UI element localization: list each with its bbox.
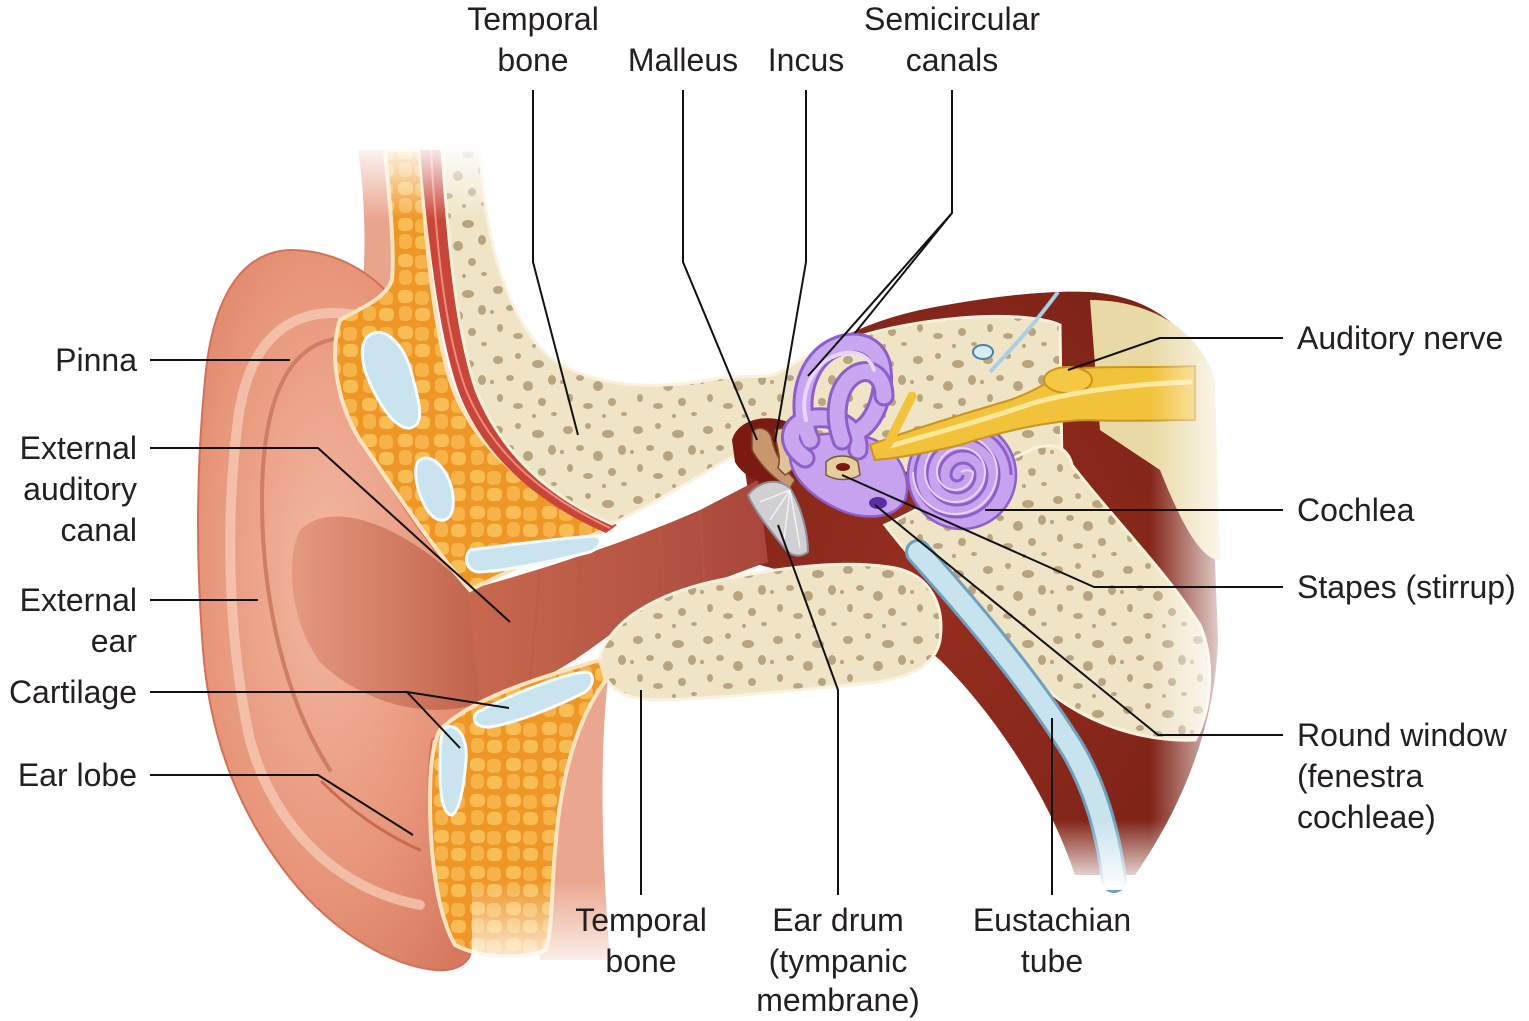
label-line: membrane) <box>756 982 920 1018</box>
label-line: Temporal <box>575 902 707 938</box>
label-line: Eustachian <box>973 902 1131 938</box>
label-incus: Incus <box>768 42 844 78</box>
round-window-membrane <box>869 497 887 509</box>
nerve-highlight <box>887 379 1193 449</box>
label-external-ear: External ear <box>20 582 138 659</box>
label-line: Semicircular <box>864 1 1040 37</box>
fade-tube <box>1050 820 1170 890</box>
label-external-auditory-canal: External auditory canal <box>20 430 137 548</box>
fade-top <box>330 140 500 220</box>
label-line: canal <box>61 512 138 548</box>
fade-neck <box>472 880 622 980</box>
leader-round-window <box>874 504 1283 736</box>
cartilage-island-3 <box>464 534 602 574</box>
leader-ear-lobe <box>150 774 414 836</box>
label-eustachian-tube: Eustachian tube <box>973 902 1131 979</box>
semicircular-canal-loops <box>780 332 895 469</box>
label-line: External <box>20 582 137 618</box>
canal-ridges <box>529 511 706 681</box>
nerve-ganglion <box>1043 366 1093 394</box>
pinna-shape <box>196 248 484 972</box>
cartilage-island-5 <box>438 725 468 817</box>
label-round-window: Round window (fenestra cochleae) <box>1297 717 1508 835</box>
eardrum-striations <box>759 489 801 549</box>
leader-cartilage-b <box>406 691 461 749</box>
antihelix-shadow <box>259 336 347 772</box>
cartilage-island-1 <box>360 331 422 430</box>
anterior-canal <box>829 364 892 448</box>
label-pinna: Pinna <box>55 342 137 378</box>
label-line: (fenestra <box>1297 758 1423 794</box>
label-cartilage: Cartilage <box>9 674 137 710</box>
stapes-opening <box>836 463 850 471</box>
helix-rim <box>225 308 425 910</box>
cartilage-islands <box>360 331 602 817</box>
leader-malleus <box>682 90 758 441</box>
lobe-fold <box>320 780 422 852</box>
label-line: ear <box>91 623 138 659</box>
upper-cartilage <box>333 148 616 593</box>
blood-vessel <box>988 290 1060 374</box>
concha <box>291 516 482 710</box>
label-auditory-nerve: Auditory nerve <box>1297 320 1503 356</box>
fade-right <box>1150 270 1240 910</box>
label-malleus: Malleus <box>628 42 738 78</box>
leader-auditory-nerve <box>1067 337 1283 371</box>
vessel-cross-section <box>972 344 994 360</box>
leader-lines <box>150 90 1283 895</box>
muscle-highlight <box>430 149 611 529</box>
label-line: bone <box>497 42 568 78</box>
eardrum-membrane <box>746 480 810 557</box>
auditory-nerve-shape <box>868 364 1196 462</box>
label-cochlea: Cochlea <box>1297 492 1415 528</box>
label-line: Round window <box>1297 717 1508 753</box>
leader-incus <box>774 90 807 443</box>
label-line: Ear drum <box>772 902 904 938</box>
label-line: auditory <box>23 471 137 507</box>
temporal-bone-lower <box>598 562 943 702</box>
lateral-canal <box>783 410 866 466</box>
label-ear-lobe: Ear lobe <box>18 757 137 793</box>
canal-highlight <box>802 350 876 422</box>
temporal-bone-upper <box>440 148 1064 526</box>
label-semicircular-canals: Semicircular canals <box>864 1 1040 78</box>
label-line: tube <box>1021 943 1083 979</box>
leader-stapes <box>841 474 1283 588</box>
leader-external-auditory-canal <box>150 447 511 623</box>
label-temporal-bone-top: Temporal bone <box>467 1 599 78</box>
label-line: bone <box>605 943 676 979</box>
label-line: Temporal <box>467 1 599 37</box>
label-line: canals <box>906 42 999 78</box>
cartilage-island-4 <box>472 670 594 729</box>
label-line: (tympanic <box>769 943 908 979</box>
cochlea-spiral-highlight <box>912 435 999 515</box>
leader-semicircular-b <box>854 212 953 334</box>
illustration <box>196 140 1240 980</box>
label-temporal-bone-bottom: Temporal bone <box>575 902 707 979</box>
labels: Temporal bone Malleus Incus Semicircular… <box>9 1 1516 1018</box>
label-stapes: Stapes (stirrup) <box>1297 569 1516 605</box>
nerve-branch <box>883 391 917 449</box>
leader-temporal-bone-top <box>532 90 579 436</box>
leader-ear-drum <box>777 524 839 895</box>
label-line: cochleae) <box>1297 799 1436 835</box>
label-line: External <box>20 430 137 466</box>
auditory-canal <box>468 480 768 702</box>
cartilage-island-2 <box>414 456 455 522</box>
label-ear-drum: Ear drum (tympanic membrane) <box>756 902 920 1018</box>
